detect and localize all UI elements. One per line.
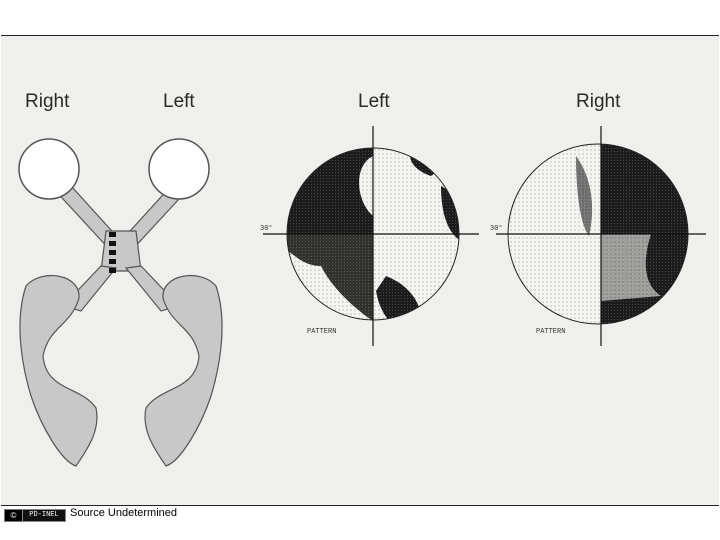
field-label-right: Right	[576, 91, 621, 112]
left-field-pattern-tag: PATTERN	[307, 328, 337, 336]
right-field-pattern-tag: PATTERN	[536, 328, 566, 336]
left-visual-field	[263, 126, 706, 346]
footer-attribution: © PD-INEL Source Undetermined	[0, 506, 720, 522]
slide-area: Right Left Left Right 30° 30° PATTERN PA…	[1, 35, 719, 506]
left-field-axis-tag: 30°	[260, 225, 273, 233]
chiasm-lesion-mark	[109, 232, 116, 273]
optic-radiation-left	[144, 274, 223, 467]
right-eye	[18, 138, 80, 200]
license-badge: PD-INEL	[22, 509, 66, 522]
anatomy-label-right: Right	[25, 91, 70, 112]
left-eye	[148, 138, 210, 200]
cc-icon: ©	[4, 509, 23, 522]
right-field-axis-tag: 30°	[490, 225, 503, 233]
optic-radiation-right	[19, 274, 98, 467]
anatomy-label-left: Left	[163, 91, 195, 112]
source-text: Source Undetermined	[70, 507, 178, 519]
field-label-left: Left	[358, 91, 390, 112]
visual-pathway-anatomy	[18, 138, 223, 467]
